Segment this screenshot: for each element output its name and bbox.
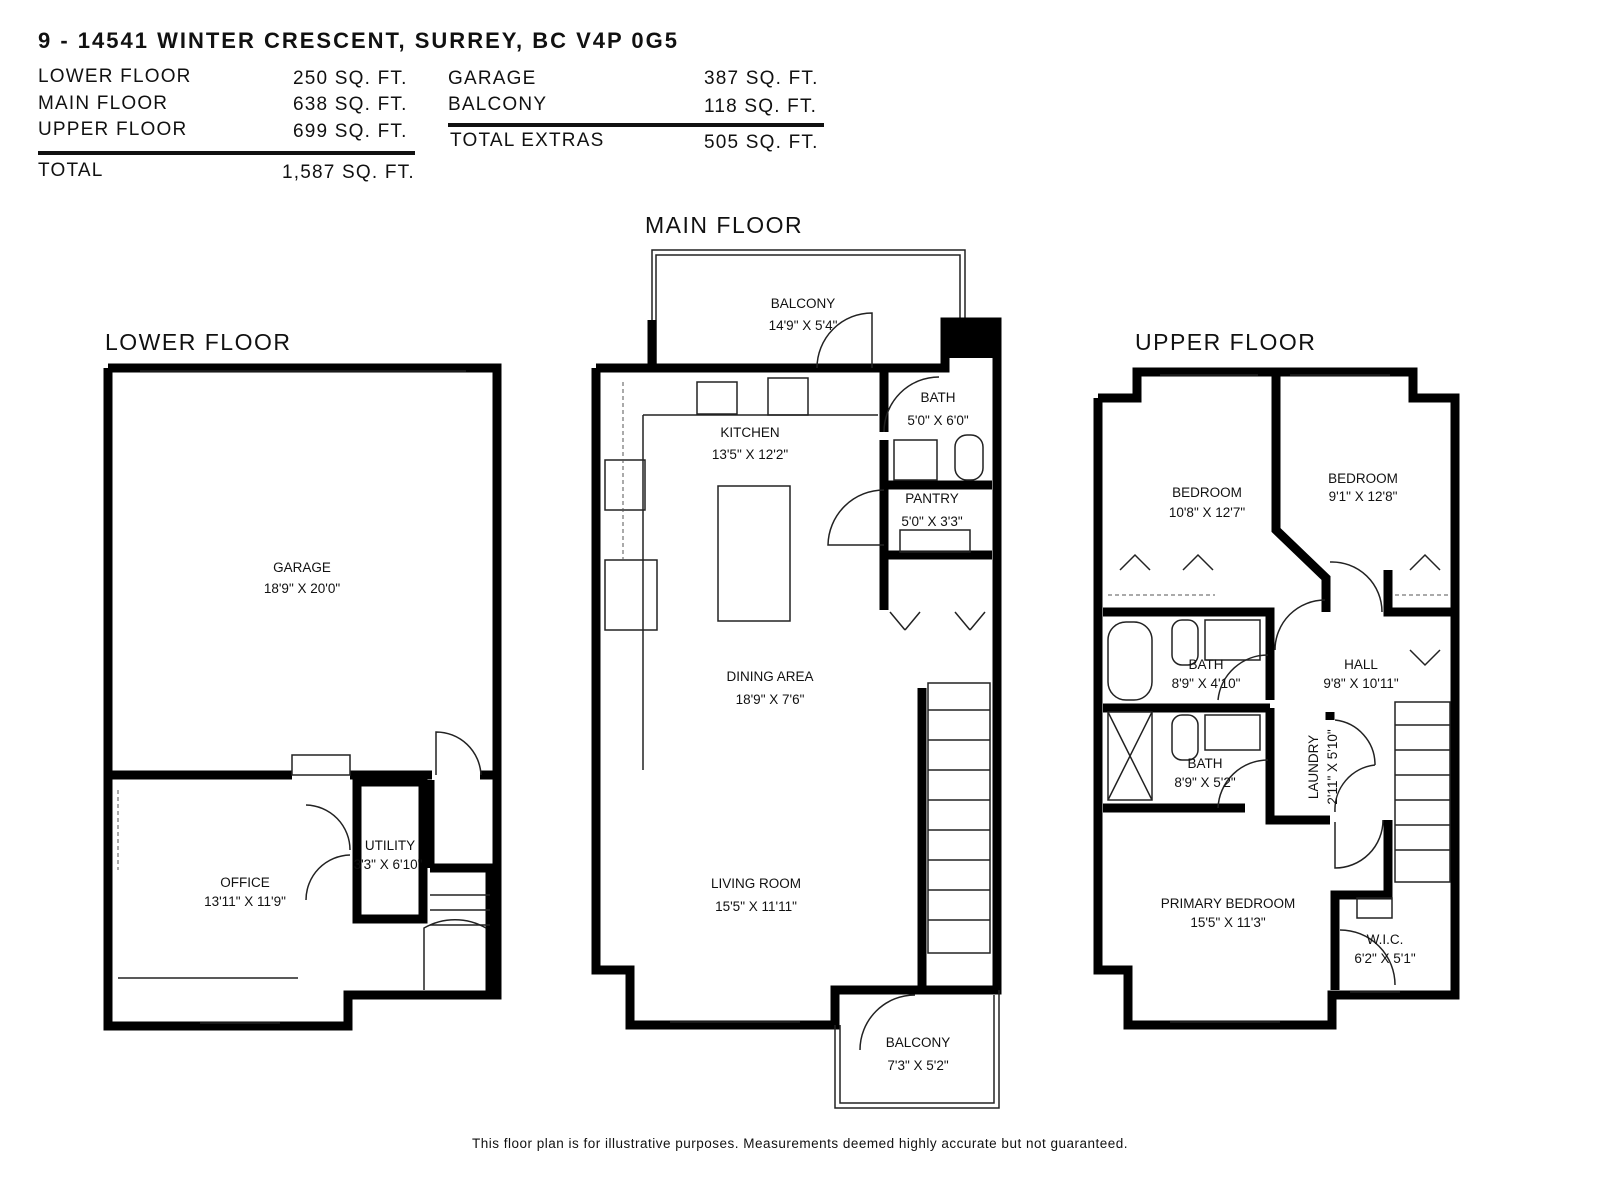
room-name: DINING AREA: [726, 669, 813, 684]
room-dimensions: 8'9" X 4'10": [1172, 676, 1241, 691]
area-label: LOWER FLOOR: [38, 66, 192, 87]
upper-floor-title: UPPER FLOOR: [1135, 329, 1316, 355]
room-name: LIVING ROOM: [711, 876, 801, 891]
extra-label: BALCONY: [448, 94, 548, 115]
room-dimensions: 2'11" X 5'10": [1325, 729, 1340, 804]
extra-value: 118 SQ. FT.: [704, 96, 818, 117]
room-name: LAUNDRY: [1306, 735, 1321, 799]
room-dimensions: 10'8" X 12'7": [1169, 505, 1246, 520]
main-floor-title: MAIN FLOOR: [645, 212, 803, 238]
room-dimensions: 18'9" X 7'6": [736, 692, 805, 707]
room-name: GARAGE: [273, 560, 331, 575]
room-name: HALL: [1344, 657, 1378, 672]
room-name: BEDROOM: [1328, 471, 1398, 486]
divider: [448, 123, 824, 127]
room-dimensions: 7'3" X 5'2": [887, 1058, 948, 1073]
room-name: BALCONY: [886, 1035, 951, 1050]
room-dimensions: 5'0" X 3'3": [901, 514, 962, 529]
room-dimensions: 5'0" X 6'0": [907, 413, 968, 428]
room-name: BATH: [1187, 756, 1222, 771]
room-dimensions: 9'8" X 10'11": [1323, 676, 1398, 691]
room-dimensions: 8'9" X 5'2": [1174, 775, 1235, 790]
room-name: BALCONY: [771, 296, 836, 311]
lower-floor-plan: GARAGE 18'9" X 20'0" OFFICE 13'11" X 11'…: [103, 363, 502, 1031]
room-dimensions: 18'9" X 20'0": [264, 581, 341, 596]
room-dimensions: 3'3" X 6'10": [354, 857, 423, 872]
room-name: PRIMARY BEDROOM: [1161, 896, 1296, 911]
room-name: W.I.C.: [1367, 932, 1404, 947]
room-name: UTILITY: [365, 838, 415, 853]
room-name: BEDROOM: [1172, 485, 1242, 500]
room-dimensions: 15'5" X 11'3": [1190, 915, 1265, 930]
room-name: OFFICE: [220, 875, 270, 890]
total-extras-label: TOTAL EXTRAS: [450, 130, 605, 151]
upper-floor-plan: BEDROOM 10'8" X 12'7" BEDROOM 9'1" X 12'…: [1093, 367, 1460, 1030]
area-label: MAIN FLOOR: [38, 93, 169, 114]
extra-value: 387 SQ. FT.: [704, 68, 819, 89]
area-value: 638 SQ. FT.: [293, 94, 408, 115]
room-dimensions: 13'5" X 12'2": [712, 447, 789, 462]
main-floor-plan: BALCONY 14'9" X 5'4" BATH 5'0" X 6'0" KI…: [591, 249, 1002, 1109]
room-dimensions: 13'11" X 11'9": [204, 894, 286, 909]
lower-floor-title: LOWER FLOOR: [105, 329, 291, 355]
area-value: 250 SQ. FT.: [293, 68, 408, 89]
total-value: 1,587 SQ. FT.: [282, 162, 415, 183]
room-name: BATH: [1188, 657, 1223, 672]
room-dimensions: 9'1" X 12'8": [1329, 489, 1398, 504]
room-dimensions: 6'2" X 5'1": [1354, 951, 1415, 966]
room-dimensions: 15'5" X 11'11": [715, 899, 797, 914]
room-name: PANTRY: [905, 491, 959, 506]
room-dimensions: 14'9" X 5'4": [769, 318, 838, 333]
divider: [38, 151, 415, 155]
property-address: 9 - 14541 WINTER CRESCENT, SURREY, BC V4…: [38, 28, 679, 53]
total-label: TOTAL: [38, 160, 104, 181]
extra-label: GARAGE: [448, 68, 537, 89]
total-extras-value: 505 SQ. FT.: [704, 132, 819, 153]
area-label: UPPER FLOOR: [38, 119, 188, 140]
room-name: BATH: [920, 390, 955, 405]
room-name: KITCHEN: [720, 425, 779, 440]
area-value: 699 SQ. FT.: [293, 121, 408, 142]
disclaimer: This floor plan is for illustrative purp…: [471, 1136, 1129, 1151]
